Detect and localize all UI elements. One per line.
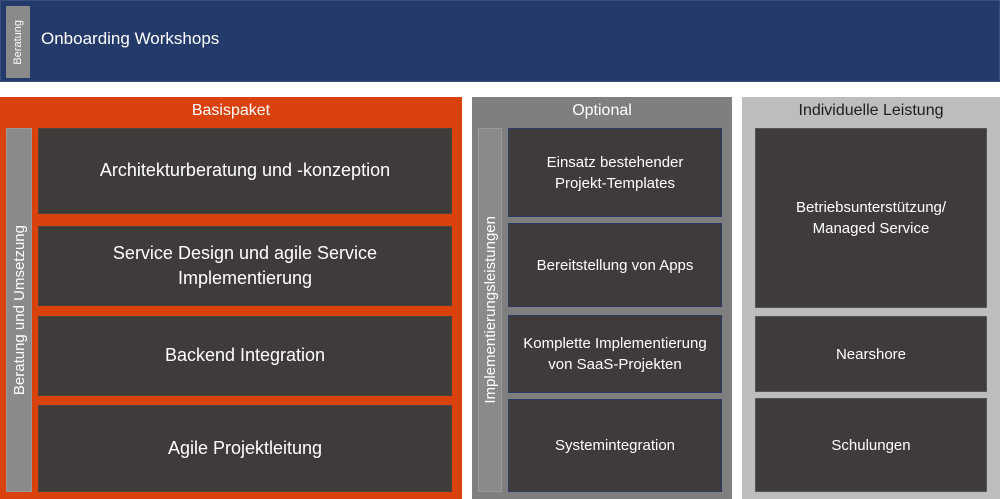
basispaket-side-bar: Beratung und Umsetzung [6,128,32,492]
optional-side-bar: Implementierungsleistungen [478,128,502,492]
optional-item: Bereitstellung von Apps [508,223,722,307]
individual-item-label: Schulungen [831,436,911,454]
optional-item: Systemintegration [508,399,722,492]
basispaket-title: Basispaket [191,102,271,119]
individual-item: Nearshore [755,316,987,392]
header-side-label: Beratung [12,19,24,65]
basispaket-item-label: Backend Integration [164,345,326,366]
onboarding-header-bar: Beratung Onboarding Workshops [0,0,1000,82]
basispaket-side-label: Beratung und Umsetzung [10,224,28,396]
header-title: Onboarding Workshops [41,29,220,48]
optional-item: Komplette Implementierung von SaaS-Proje… [508,315,722,393]
basispaket-item-label: Architekturberatung und -konzeption [99,160,391,181]
basispaket-item: Backend Integration [38,316,452,396]
optional-item-label: Bereitstellung von Apps [536,256,694,274]
individual-title: Individuelle Leistung [798,102,944,119]
individual-panel: Individuelle Leistung Betriebsunterstütz… [742,97,1000,499]
individual-item: Betriebsunterstützung/ Managed Service [755,128,987,308]
individual-item-label: Nearshore [835,345,907,363]
basispaket-item: Service Design und agile Service Impleme… [38,226,452,306]
basispaket-item: Architekturberatung und -konzeption [38,128,452,214]
basispaket-item-label: Service Design und agile Service Impleme… [112,242,378,288]
optional-item-label: Einsatz bestehender Projekt-Templates [546,153,684,192]
individual-item-label: Betriebsunterstützung/ Managed Service [795,199,947,237]
basispaket-panel: Basispaket Beratung und Umsetzung Archit… [0,97,462,499]
optional-item: Einsatz bestehender Projekt-Templates [508,128,722,217]
optional-item-label: Systemintegration [554,437,676,454]
optional-item-label: Komplette Implementierung von SaaS-Proje… [523,335,707,373]
optional-side-label: Implementierungsleistungen [481,216,499,404]
basispaket-item-label: Agile Projektleitung [167,437,323,458]
optional-panel: Optional Implementierungsleistungen Eins… [472,97,732,499]
individual-item: Schulungen [755,398,987,492]
header-side-tag: Beratung [6,6,30,78]
optional-title: Optional [572,102,632,119]
basispaket-item: Agile Projektleitung [38,405,452,492]
